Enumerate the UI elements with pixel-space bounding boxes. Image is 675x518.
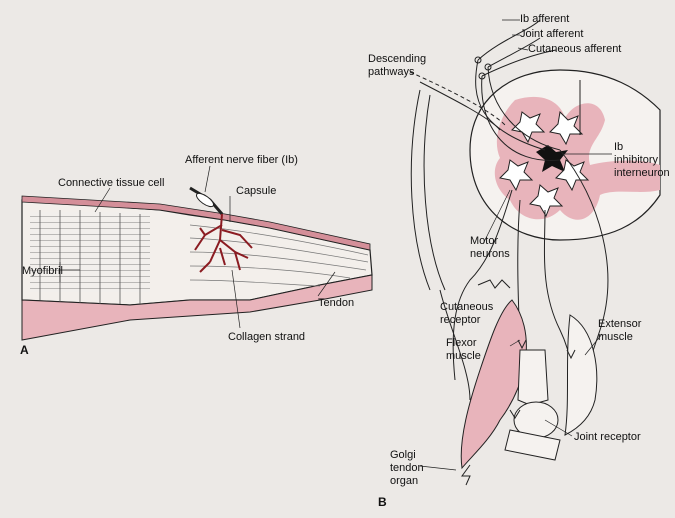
joint-receptor-label: Joint receptor [574, 431, 641, 443]
cutaneous-afferent-label: Cutaneous afferent [528, 43, 621, 55]
connective-tissue-label: Connective tissue cell [58, 177, 164, 189]
panel-a-illustration [22, 166, 372, 340]
descending-label-line1: Descending [368, 53, 426, 65]
cutaneous-receptor-label-line2: receptor [440, 314, 481, 326]
motor-neurons-label-line2: neurons [470, 248, 510, 260]
joint-afferent-label: Joint afferent [520, 28, 583, 40]
panel-b-illustration [410, 20, 660, 485]
extensor-muscle [565, 315, 597, 435]
ib-inhibitory-label-line2: inhibitory [614, 154, 659, 166]
ib-afferent-label: Ib afferent [520, 13, 569, 25]
flexor-muscle-label-line1: Flexor [446, 337, 477, 349]
panel-a-letter: A [20, 343, 29, 357]
cutaneous-receptor-label-line1: Cutaneous [440, 301, 494, 313]
tendon-label: Tendon [318, 297, 354, 309]
nerve-myelin [195, 191, 216, 209]
collagen-strand-label: Collagen strand [228, 331, 305, 343]
motor-neurons-label-line1: Motor [470, 235, 498, 247]
myofibril-region [30, 212, 150, 292]
extensor-muscle-label-line1: Extensor [598, 318, 642, 330]
golgi-label-line3: organ [390, 475, 418, 487]
myofibril-label: Myofibril [22, 265, 63, 277]
descending-label-line2: pathways [368, 66, 415, 78]
golgi-label-line2: tendon [390, 462, 424, 474]
ib-inhibitory-label-line3: interneuron [614, 167, 670, 179]
capsule-label: Capsule [236, 185, 276, 197]
flexor-muscle-label-line2: muscle [446, 350, 481, 362]
afferent-nerve-label: Afferent nerve fiber (Ib) [185, 154, 298, 166]
extensor-muscle-label-line2: muscle [598, 331, 633, 343]
ib-inhibitory-label-line1: Ib [614, 141, 623, 153]
panel-b-letter: B [378, 495, 387, 509]
golgi-label-line1: Golgi [390, 449, 416, 461]
